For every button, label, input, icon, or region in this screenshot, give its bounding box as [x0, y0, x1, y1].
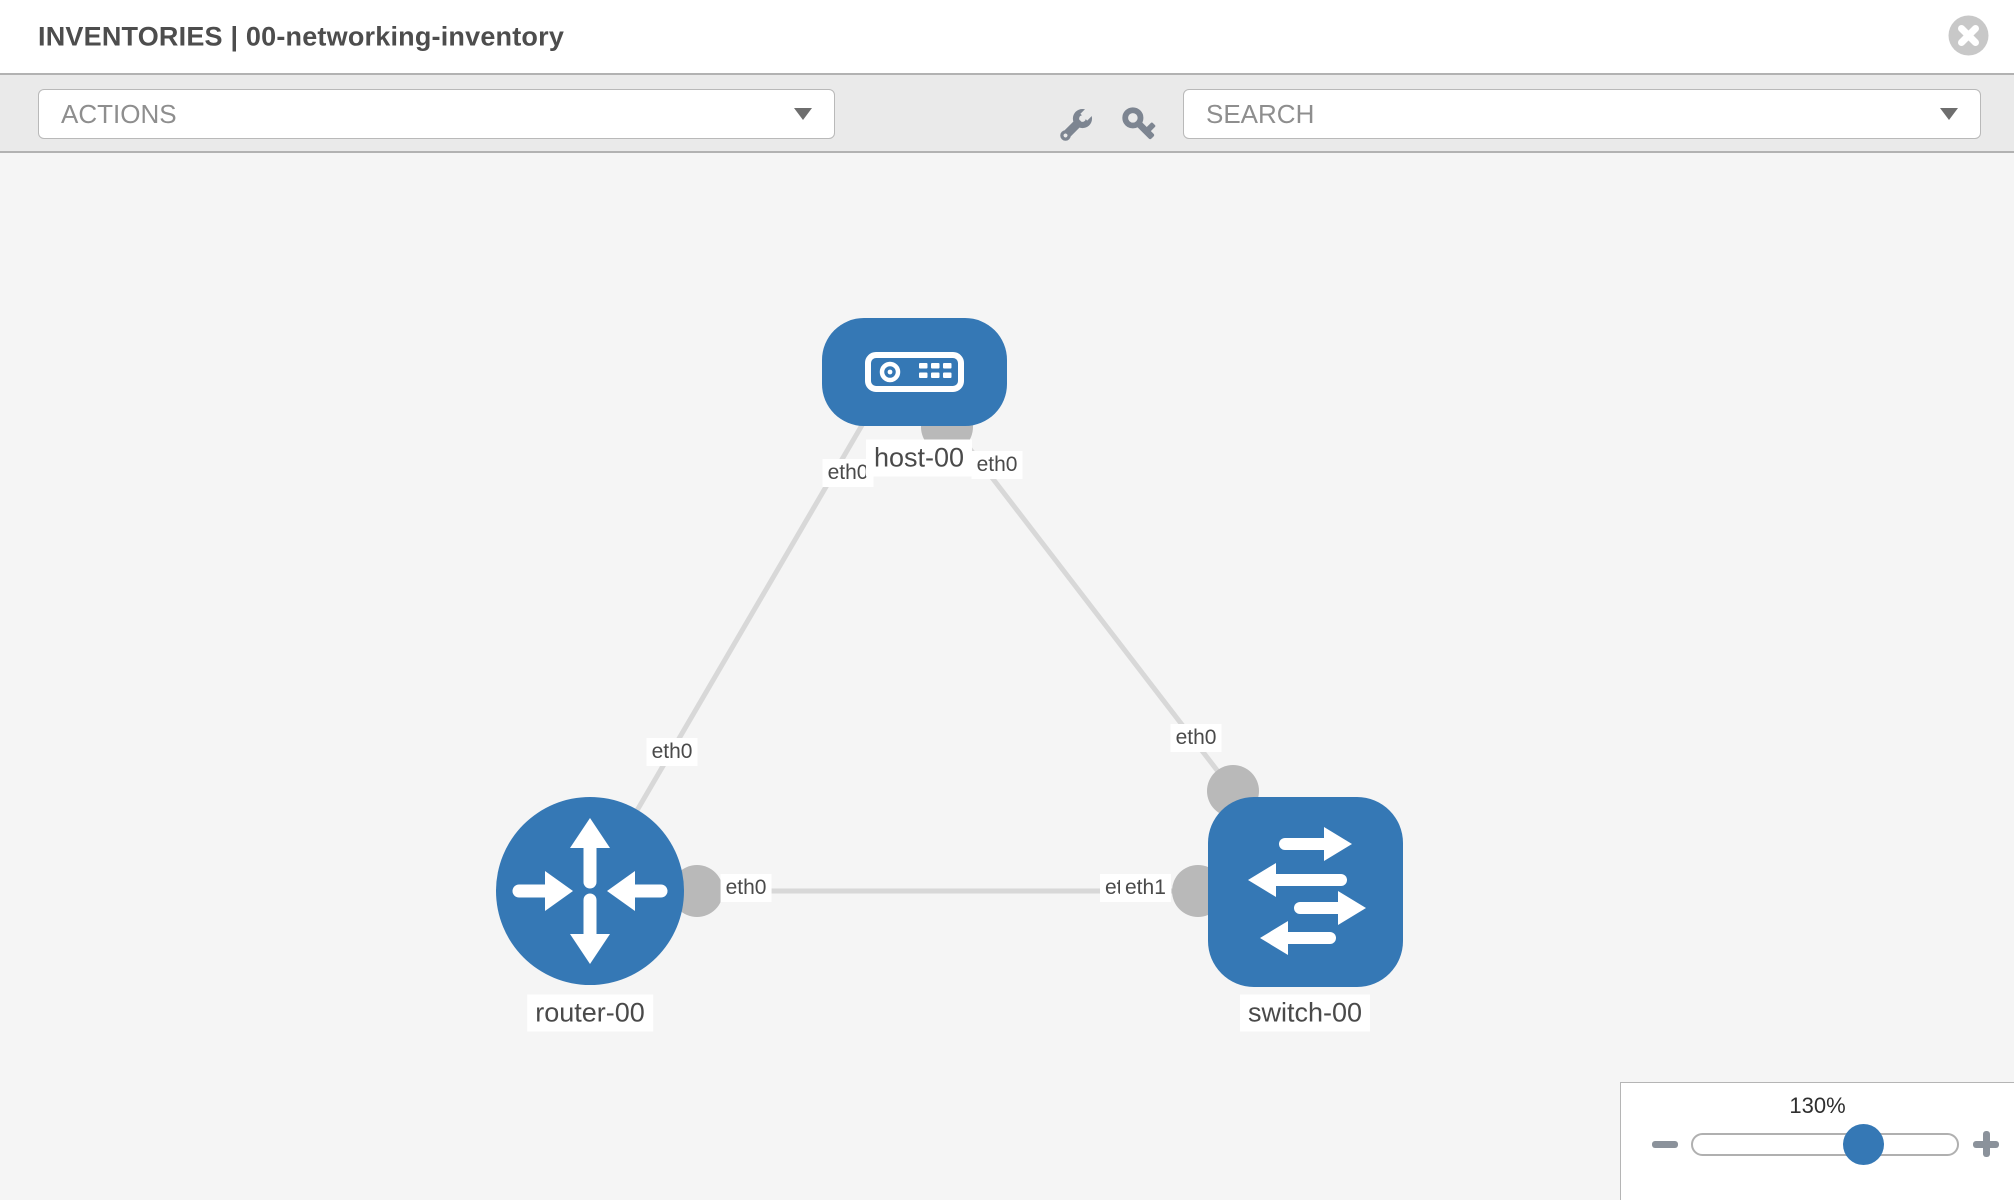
router-icon: [512, 818, 668, 964]
topology-graph: [496, 318, 1403, 987]
chevron-down-icon: [794, 108, 812, 120]
search-dropdown[interactable]: SEARCH: [1183, 89, 1981, 139]
page-title: INVENTORIES | 00-networking-inventory: [38, 21, 565, 51]
zoom-out-button[interactable]: [1650, 1129, 1680, 1159]
port-router-eth0[interactable]: [671, 865, 723, 917]
interface-label-eth1: eth1: [1120, 874, 1171, 902]
zoom-control-panel: 130%: [1620, 1082, 2014, 1200]
host-icon: [865, 352, 964, 392]
interface-label-eth0: eth0: [822, 459, 874, 487]
chevron-down-icon: [1940, 108, 1958, 120]
switch-icon: [1248, 827, 1366, 955]
plus-icon: [1982, 1131, 1990, 1157]
wrench-icon: [1060, 106, 1095, 141]
node-label-host-00[interactable]: host-00: [865, 439, 973, 477]
search-dropdown-label: SEARCH: [1206, 98, 1315, 129]
node-switch-00[interactable]: [1208, 797, 1403, 987]
close-button[interactable]: [1948, 15, 1989, 56]
zoom-slider-track[interactable]: [1691, 1133, 1959, 1156]
interface-ports: [671, 401, 1259, 917]
topology-links: [587, 418, 1305, 894]
node-label-switch-00[interactable]: switch-00: [1239, 994, 1371, 1032]
wrench-button[interactable]: [1052, 103, 1098, 149]
node-host-00[interactable]: [822, 318, 1007, 426]
topology-canvas[interactable]: eth0 host-00 eth0 eth0 eth0 eth0 eth0 et…: [0, 153, 2014, 1200]
minus-icon: [1652, 1141, 1678, 1148]
key-button[interactable]: [1118, 103, 1164, 149]
interface-label-eth0: eth0: [1170, 724, 1222, 752]
interface-label-eth0: eth0: [971, 451, 1023, 479]
close-icon: [1948, 15, 1989, 56]
zoom-level-value: 130%: [1789, 1093, 1846, 1118]
interface-label-eth0: eth0: [720, 874, 772, 902]
zoom-slider-thumb[interactable]: [1843, 1124, 1884, 1165]
key-icon: [1122, 107, 1156, 140]
node-label-router-00[interactable]: router-00: [527, 994, 653, 1032]
toolbar: ACTIONS: [0, 73, 2014, 153]
zoom-in-button[interactable]: [1971, 1129, 2001, 1159]
interface-label-eth0: eth0: [646, 738, 698, 766]
actions-dropdown[interactable]: ACTIONS: [38, 89, 835, 139]
node-router-00[interactable]: [496, 797, 684, 985]
actions-dropdown-label: ACTIONS: [61, 98, 177, 129]
header: INVENTORIES | 00-networking-inventory: [0, 0, 2014, 73]
